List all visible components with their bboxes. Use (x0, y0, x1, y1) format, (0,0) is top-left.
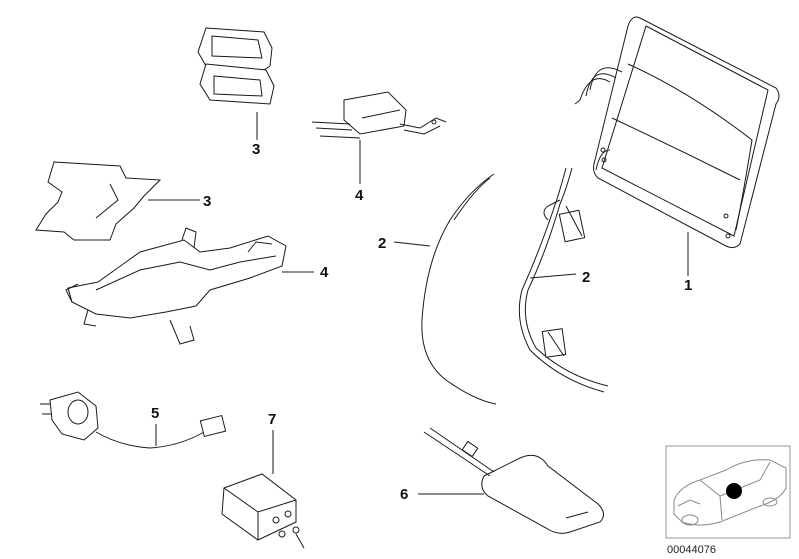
callout-4-middle: 4 (320, 264, 329, 281)
callout-6: 6 (400, 486, 408, 503)
part-1-backrest-panel (574, 16, 780, 249)
leader-2-left (393, 241, 431, 247)
leader-2-right (529, 273, 577, 279)
part-3-pad (35, 161, 162, 241)
callout-5: 5 (151, 405, 159, 422)
part-5-sensor-cable (40, 391, 227, 449)
part-2-wiring-harness (518, 167, 609, 393)
location-marker (726, 483, 742, 499)
callout-2-right: 2 (582, 269, 590, 286)
callout-3-top: 3 (252, 141, 260, 158)
part-4-tray (65, 227, 287, 345)
callout-7: 7 (268, 411, 276, 428)
callout-1: 1 (684, 277, 692, 294)
callout-3-middle: 3 (203, 193, 211, 210)
car-thumbnail-inset: 00044076 (665, 445, 791, 556)
reference-number: 00044076 (667, 544, 716, 556)
part-7-relay (221, 473, 305, 549)
callout-4-top: 4 (355, 187, 364, 204)
part-4-bracket (311, 91, 447, 139)
part-3-clip (197, 27, 275, 105)
part-6-connector-block (423, 427, 604, 534)
callout-2-left: 2 (378, 235, 386, 252)
part-2-cable (421, 173, 497, 405)
